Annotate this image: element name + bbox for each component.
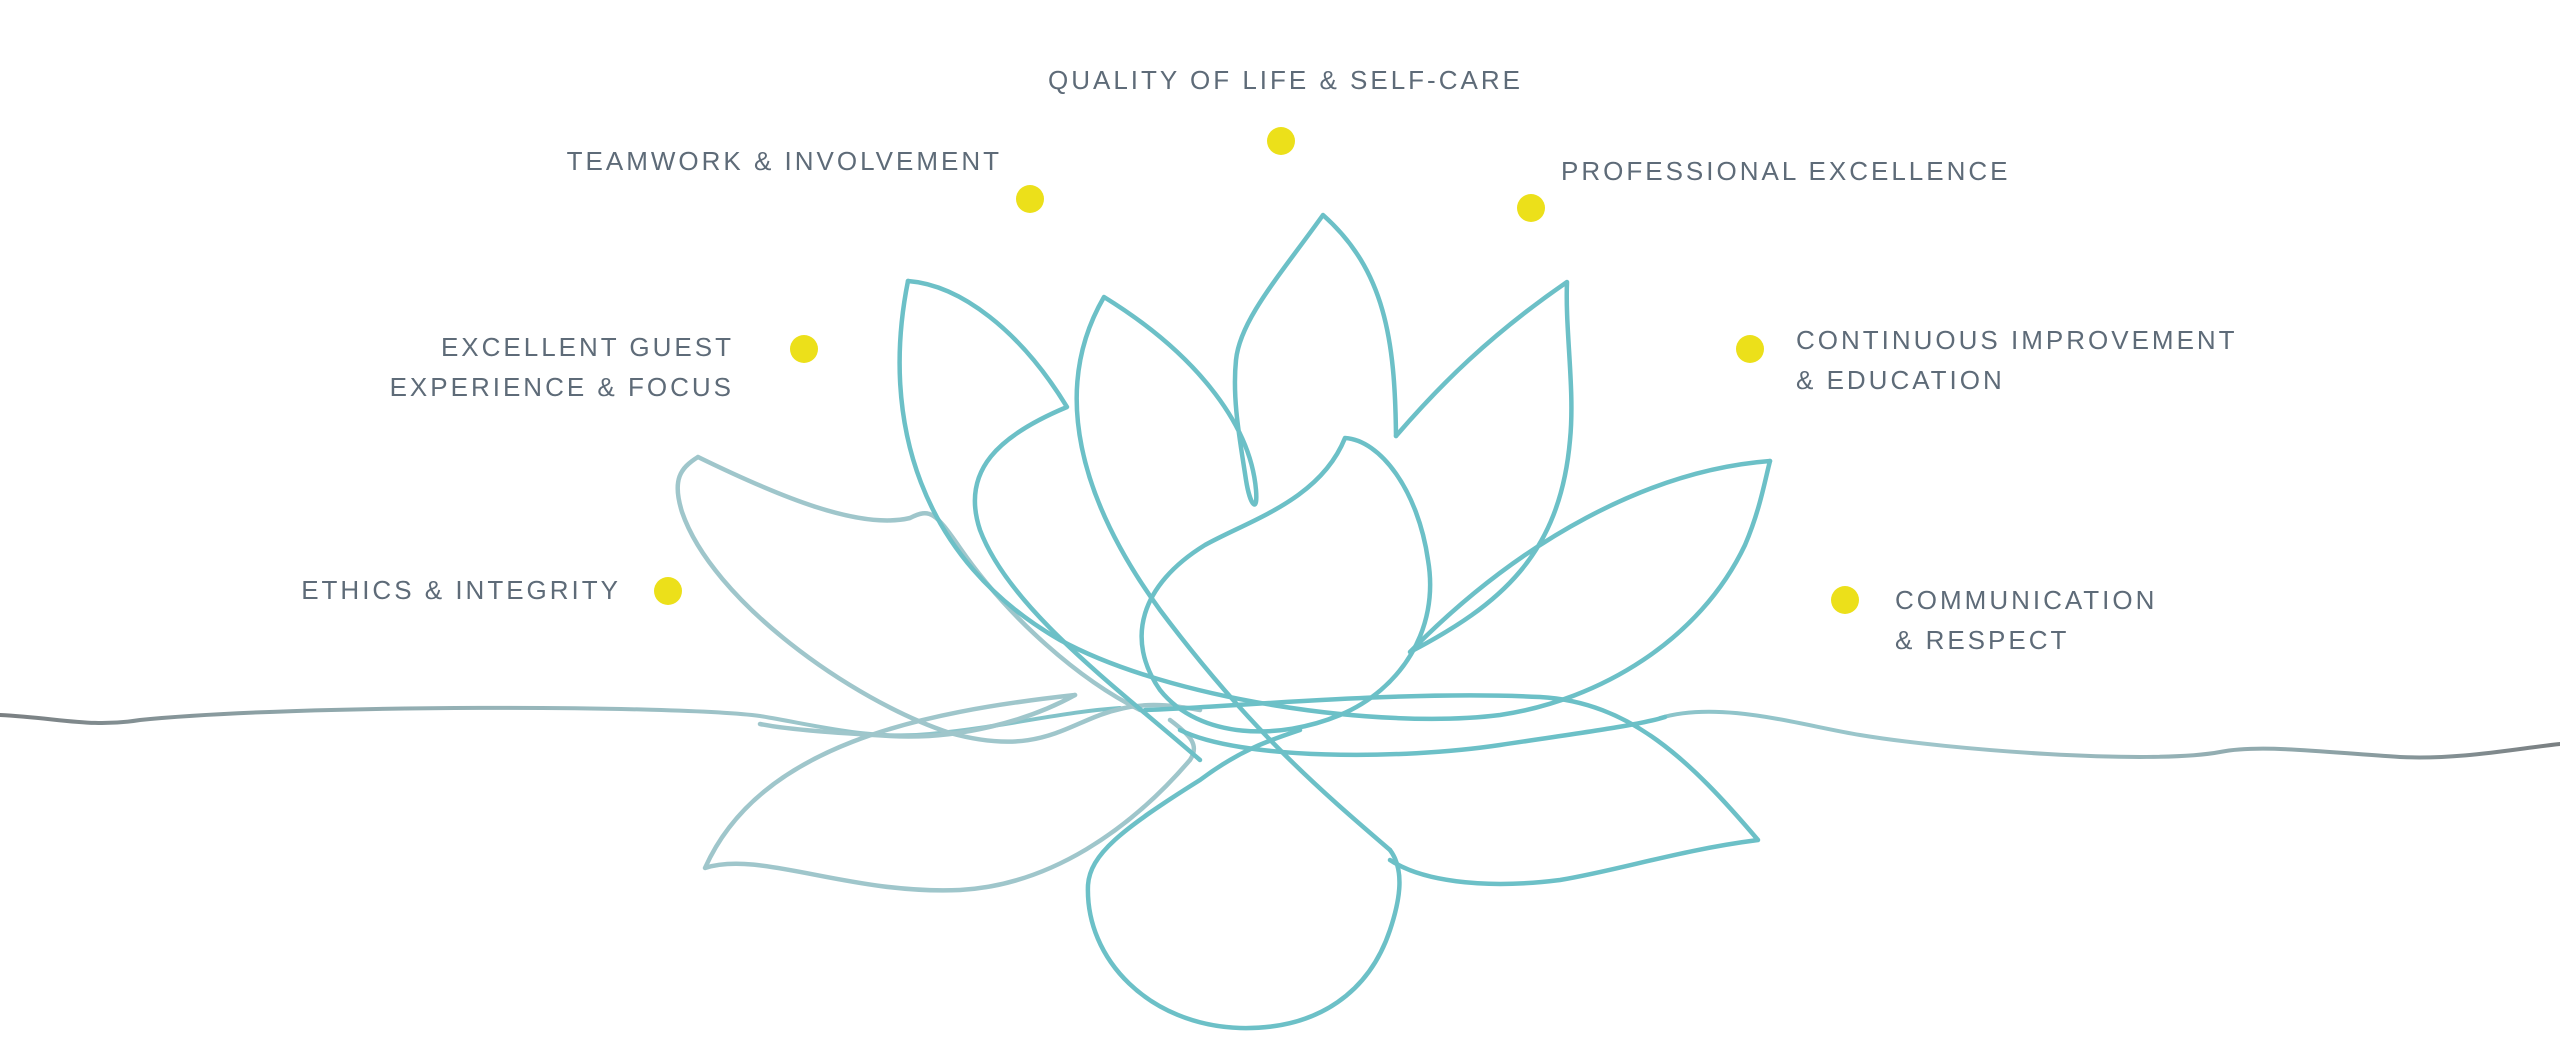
petal-left-low <box>702 692 1197 893</box>
label-communication: COMMUNICATION & RESPECT <box>1895 580 2157 660</box>
petal-right-low-inner <box>1177 714 1668 758</box>
dot-improvement <box>1736 335 1764 363</box>
label-professional: PROFESSIONAL EXCELLENCE <box>1561 151 2011 191</box>
petal-bottom <box>1085 727 1402 1031</box>
label-improvement: CONTINUOUS IMPROVEMENT & EDUCATION <box>1796 320 2238 400</box>
label-improvement-line-2: & EDUCATION <box>1796 365 2005 395</box>
dot-ethics <box>654 577 682 605</box>
label-ethics-line-1: ETHICS & INTEGRITY <box>301 575 621 605</box>
label-communication-line-1: COMMUNICATION <box>1895 585 2158 615</box>
dot-teamwork <box>1016 185 1044 213</box>
dot-guest <box>790 335 818 363</box>
label-teamwork: TEAMWORK & INVOLVEMENT <box>520 141 1002 181</box>
label-professional-line-1: PROFESSIONAL EXCELLENCE <box>1561 156 2011 186</box>
label-quality-line-1: QUALITY OF LIFE & SELF-CARE <box>1048 65 1523 95</box>
petal-right-outer <box>1393 279 1773 655</box>
label-guest: EXCELLENT GUEST EXPERIENCE & FOCUS <box>360 327 734 407</box>
label-guest-line-2: EXPERIENCE & FOCUS <box>389 372 734 402</box>
dot-quality <box>1267 127 1295 155</box>
label-ethics: ETHICS & INTEGRITY <box>270 570 621 610</box>
petal-left-outer-top <box>905 278 1203 763</box>
label-quality: QUALITY OF LIFE & SELF-CARE <box>1048 60 1523 100</box>
petal-left-back <box>675 454 1203 744</box>
dot-communication <box>1831 586 1859 614</box>
petal-left-back-top <box>695 454 1143 713</box>
label-teamwork-line-1: TEAMWORK & INVOLVEMENT <box>566 146 1002 176</box>
petal-left-low-upper <box>757 692 1078 739</box>
dot-professional <box>1517 194 1545 222</box>
label-improvement-line-1: CONTINUOUS IMPROVEMENT <box>1796 325 2238 355</box>
petal-inner <box>1139 435 1433 734</box>
label-guest-line-1: EXCELLENT GUEST <box>440 332 734 362</box>
petal-center <box>1074 212 1399 853</box>
label-communication-line-2: & RESPECT <box>1895 625 2070 655</box>
petal-right-low <box>1142 693 1761 887</box>
petal-left-outer <box>897 278 1773 722</box>
